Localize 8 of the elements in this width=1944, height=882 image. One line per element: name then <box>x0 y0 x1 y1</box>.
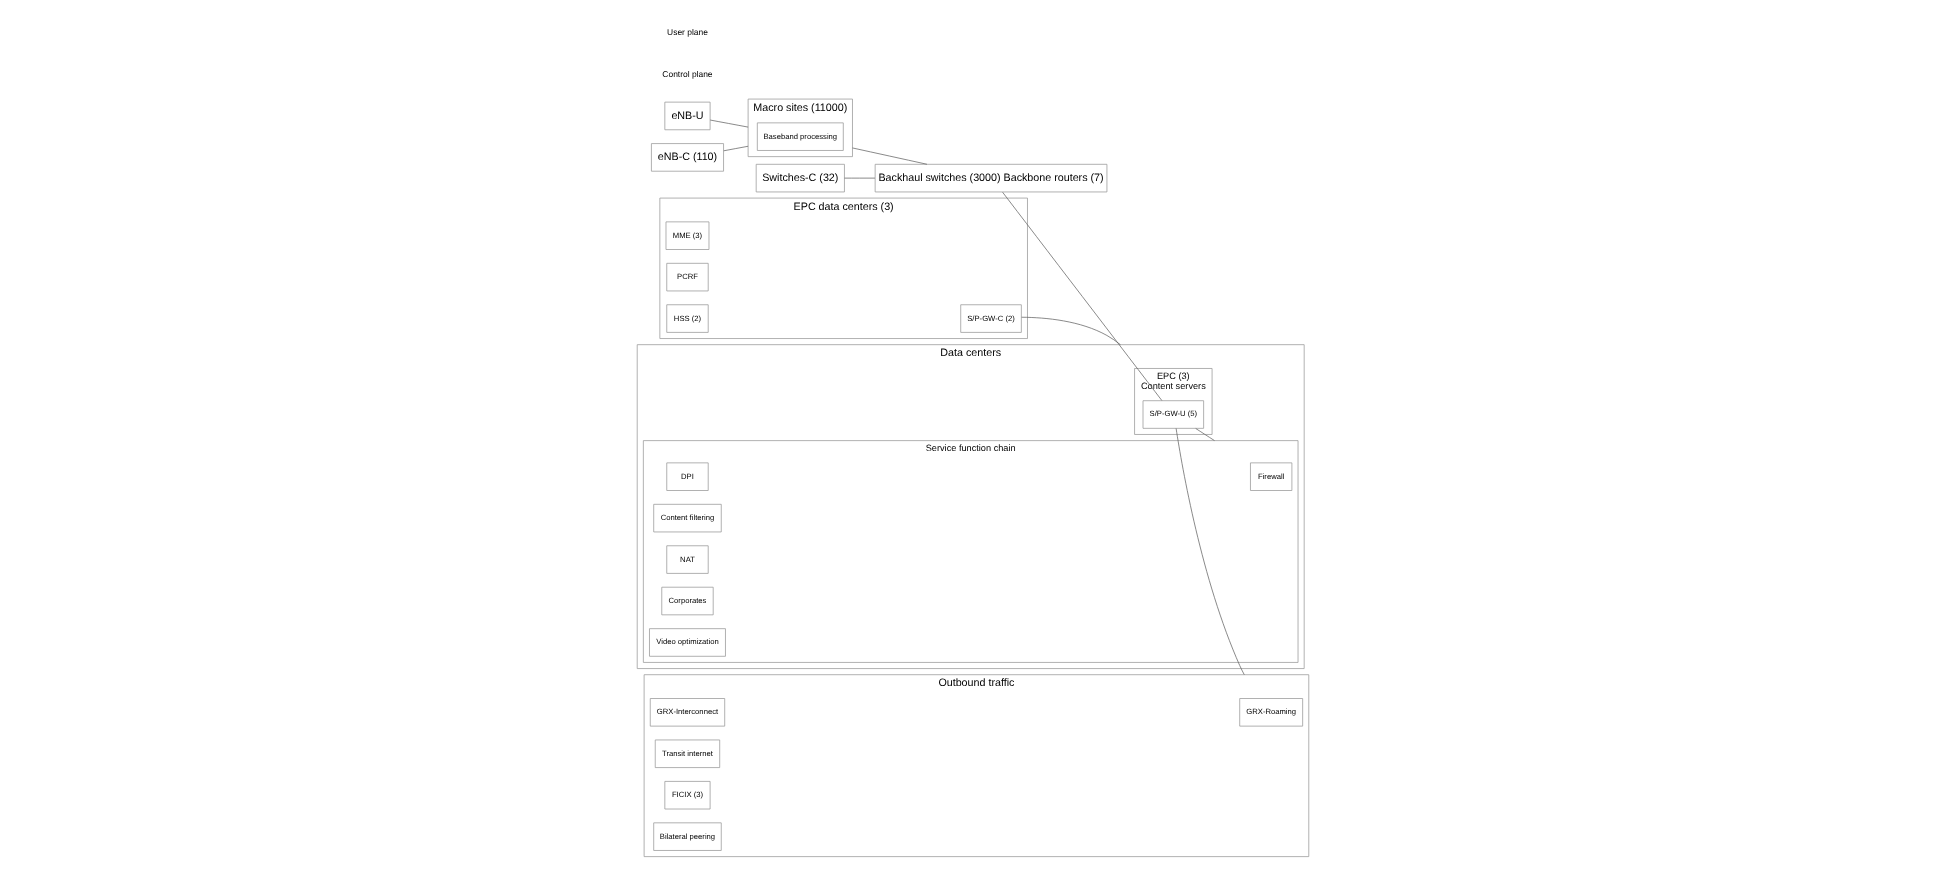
connector <box>722 145 748 152</box>
connector <box>851 147 927 165</box>
connector <box>1001 191 1162 401</box>
connector <box>843 177 875 179</box>
connector <box>1194 428 1214 441</box>
connector <box>1020 316 1120 346</box>
connector <box>1174 428 1244 676</box>
connector <box>708 119 748 128</box>
